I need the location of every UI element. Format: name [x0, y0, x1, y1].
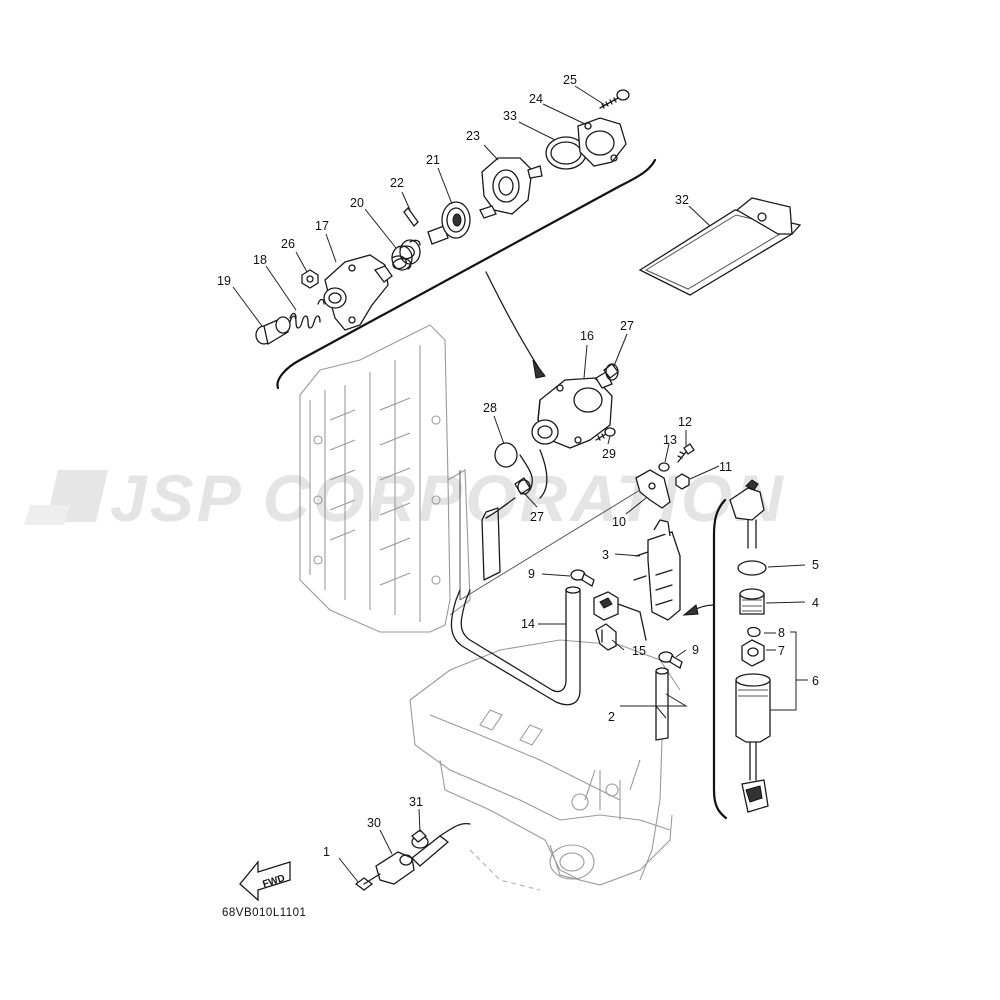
callout-22: 22	[390, 176, 404, 190]
callout-10: 10	[612, 515, 626, 529]
callout-17: 17	[315, 219, 329, 233]
callout-25: 25	[563, 73, 577, 87]
callout-15: 15	[632, 644, 646, 658]
part-3-fuel-filter	[633, 519, 681, 621]
callout-2: 2	[608, 710, 615, 724]
part-fitting-top	[729, 479, 765, 549]
part-23-pump-body	[479, 157, 543, 219]
callout-21: 21	[426, 153, 440, 167]
callout-5: 5	[812, 558, 819, 572]
part-2-pipe	[639, 667, 669, 881]
part-16-fuel-pump-assy	[531, 371, 613, 449]
part-25-screw	[599, 89, 630, 109]
part-13-washer	[658, 462, 670, 472]
callout-28: 28	[483, 401, 497, 415]
part-14-hose	[450, 586, 581, 706]
callout-30: 30	[367, 816, 381, 830]
part-27-clip-upper	[603, 363, 619, 381]
callout-7: 7	[778, 644, 785, 658]
part-32-sheet	[638, 197, 802, 296]
engine-block-outline	[299, 324, 471, 633]
part-26-nut	[301, 269, 319, 289]
callout-9-upper: 9	[528, 567, 535, 581]
fwd-arrow-icon: FWD	[239, 860, 291, 902]
callout-29: 29	[602, 447, 616, 461]
part-6-cup-assy	[735, 673, 771, 813]
leader-lines	[232, 85, 808, 883]
part-5-o-ring	[737, 560, 767, 576]
callout-27-upper: 27	[620, 319, 634, 333]
callout-32: 32	[675, 193, 689, 207]
callout-labels: 1 2 3 4 5 6 7 8 9 9 10 11 12 13 14 15 16…	[217, 73, 819, 859]
part-29-screw	[595, 427, 616, 441]
callout-26: 26	[281, 237, 295, 251]
watermark-text: JSP CORPORATION	[110, 461, 786, 535]
part-31-clip	[411, 829, 429, 849]
sensor-connector	[593, 591, 647, 641]
filter-parts-bracket	[712, 498, 728, 820]
watermark: JSP CORPORATION	[24, 461, 786, 535]
part-19-plunger	[255, 316, 291, 346]
part-17-pump-cover	[323, 254, 393, 331]
part-11-nut	[675, 473, 690, 490]
callout-18: 18	[253, 253, 267, 267]
callout-14: 14	[521, 617, 535, 631]
callout-20: 20	[350, 196, 364, 210]
callout-24: 24	[529, 92, 543, 106]
part-10-bracket	[635, 469, 671, 509]
callout-33: 33	[503, 109, 517, 123]
part-8-clip	[747, 626, 761, 638]
callout-1: 1	[323, 845, 330, 859]
part-9-clip-lower	[658, 651, 683, 669]
exploded-view-arrow	[485, 271, 541, 371]
part-15-clamp	[595, 623, 617, 651]
callout-11: 11	[719, 460, 732, 474]
lower-mount-outline	[409, 639, 681, 891]
part-27-clip-lower	[514, 477, 531, 495]
part-9-clip-upper	[570, 569, 595, 587]
callout-19: 19	[217, 274, 231, 288]
part-7-nut	[741, 639, 765, 667]
callout-3: 3	[602, 548, 609, 562]
part-4-element	[739, 588, 765, 615]
callout-23: 23	[466, 129, 480, 143]
callout-13: 13	[663, 433, 677, 447]
exploded-view-bracket	[276, 158, 657, 390]
part-21-diaphragm	[427, 201, 471, 245]
callout-31: 31	[409, 795, 423, 809]
part-20-spring	[391, 239, 421, 271]
part-28-o-ring	[494, 442, 518, 468]
callout-27-lower: 27	[530, 510, 544, 524]
callout-16: 16	[580, 329, 594, 343]
callout-9-lower: 9	[692, 643, 699, 657]
part-24-cover	[577, 117, 627, 167]
part-1-screw	[354, 873, 381, 891]
part-22-pin	[403, 206, 419, 228]
part-12-bolt	[677, 443, 695, 463]
callout-8: 8	[778, 626, 785, 640]
drawing-code: 68VB010L1101	[222, 907, 306, 919]
callout-12: 12	[678, 415, 692, 429]
part-30-fitting	[375, 835, 450, 885]
callout-4: 4	[812, 596, 819, 610]
callout-6: 6	[812, 674, 819, 688]
fuel-hose-upper	[481, 497, 516, 581]
part-18-spring	[289, 298, 325, 329]
